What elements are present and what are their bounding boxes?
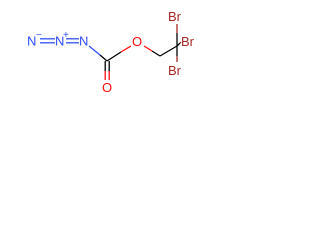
atom-n-central: N	[55, 34, 64, 49]
bond-carbonyl-c-ester-o-2	[120, 45, 132, 53]
bond-n-acyl-carbonyl-c	[88, 45, 101, 56]
atom-br-bottom: Br	[168, 63, 182, 78]
atom-o-ester: O	[132, 34, 142, 49]
molecule-structure-diagram: N − N + N O O Br Br Br	[27, 9, 195, 95]
atom-n-terminal-charge: −	[36, 30, 42, 41]
atom-br-top: Br	[168, 9, 182, 24]
atom-o-carbonyl: O	[102, 80, 112, 95]
atom-br-right: Br	[181, 34, 195, 49]
bond-n-acyl-carbonyl-c-2	[99, 54, 108, 62]
bond-c-br-right-2	[179, 41, 182, 44]
bond-c-br-right	[176, 42, 181, 47]
atom-n-acyl: N	[79, 34, 88, 49]
bonds	[40, 24, 182, 80]
bond-ester-o-ch2	[143, 45, 153, 52]
atom-n-terminal: N	[27, 34, 36, 49]
atom-n-central-charge: +	[63, 30, 69, 41]
atom-labels: N − N + N O O Br Br Br	[27, 9, 195, 95]
bond-ch2-cbr3	[159, 45, 178, 57]
bond-carbonyl-c-ester-o	[106, 51, 122, 62]
bond-ester-o-ch2-2	[151, 50, 161, 57]
